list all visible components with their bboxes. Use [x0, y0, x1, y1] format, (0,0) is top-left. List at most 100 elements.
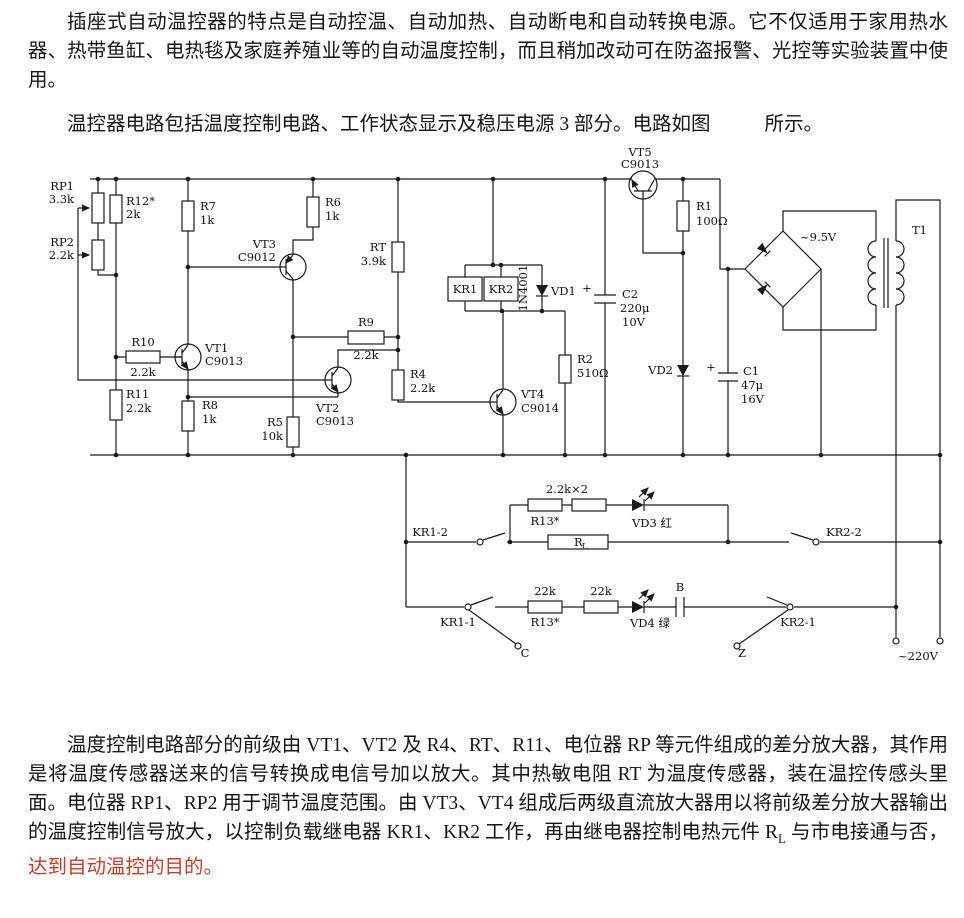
label-vt2-type: C9013	[316, 414, 354, 428]
label-rp1: RP1	[50, 179, 74, 193]
label-r1-value: 100Ω	[696, 214, 728, 228]
label-r2-value: 510Ω	[577, 366, 609, 380]
label-r7: R7	[200, 199, 216, 213]
capacitor-c1: + C1 47μ 16V	[706, 360, 764, 406]
led-branch-green: KR1-1 22k R13* 22k VD4 绿 B KR2-1	[440, 580, 816, 630]
label-vd1: VD1	[550, 284, 576, 298]
label-rp2-value: 2.2k	[49, 248, 75, 262]
relay-coil-kr1: KR1	[447, 276, 483, 302]
label-r4-value: 2.2k	[410, 381, 436, 395]
resistor-r12: R12* 2k	[109, 194, 155, 224]
label-r13a: R13*	[530, 514, 559, 528]
mains-terminal-1	[892, 637, 900, 645]
contact-kr1-2-arm	[482, 532, 506, 541]
label-rl-sub: L	[582, 542, 588, 552]
label-rl: R	[574, 535, 583, 549]
label-r7-value: 1k	[200, 213, 215, 227]
label-b: B	[676, 580, 684, 594]
resistor-r9: R9 2.2k	[347, 315, 385, 362]
label-vd4: VD4 绿	[629, 616, 670, 630]
label-r6: R6	[325, 195, 341, 209]
intro-text-2a: 温控器电路包括温度控制电路、工作状态显示及稳压电源 3 部分。电路如图	[67, 114, 711, 135]
label-r11-value: 2.2k	[126, 401, 152, 415]
lower-section-wires	[405, 455, 940, 645]
diode-vd1: VD1	[536, 284, 576, 298]
mains-terminal-2	[936, 637, 944, 645]
label-r2: R2	[577, 352, 593, 366]
label-vt1-type: C9013	[205, 354, 243, 368]
label-r12: R12*	[126, 194, 155, 208]
label-rp2: RP2	[50, 235, 74, 249]
label-kr2-2: KR2-2	[826, 525, 862, 539]
label-c2: C2	[622, 287, 638, 301]
external-terminals: C Z ~220V	[514, 637, 944, 663]
description-paragraph: 温度控制电路部分的前级由 VT1、VT2 及 R4、RT、R11、电位器 RP …	[28, 731, 948, 882]
heater-load-rl	[547, 534, 609, 550]
label-kr2-1: KR2-1	[780, 615, 816, 629]
resistor-r6: R6 1k	[306, 195, 341, 228]
label-terminal-c: C	[521, 646, 530, 660]
label-mains: ~220V	[898, 649, 939, 663]
label-vd3: VD3 红	[631, 516, 672, 530]
resistor-r4: R4 2.2k	[391, 367, 436, 401]
bridge-rectifier: ~9.5V	[744, 230, 837, 308]
transistor-vt5: VT5 C9013	[621, 145, 659, 200]
resistor-r7: R7 1k	[181, 199, 216, 232]
label-kr1: KR1	[453, 282, 478, 296]
resistor-r2: R2 510Ω	[558, 352, 609, 384]
buzzer-b	[675, 597, 685, 617]
label-r4: R4	[410, 367, 426, 381]
label-r6-value: 1k	[325, 209, 340, 223]
mid-section-wires	[464, 179, 729, 455]
label-r10-value: 2.2k	[130, 365, 156, 379]
label-vt5: VT5	[627, 145, 651, 159]
relay-coil-kr2: KR2	[483, 276, 519, 302]
label-led-resistors: 2.2k×2	[546, 482, 588, 496]
description-text-red: 达到自动温控的目的。	[28, 856, 224, 878]
label-r5: R5	[267, 415, 283, 429]
contact-kr1-1-arm	[470, 596, 494, 606]
label-t1: T1	[912, 223, 927, 237]
rp1-body	[91, 192, 105, 224]
description-text-1: 温度控制电路部分的前级由 VT1、VT2 及 R4、RT、R11、电位器 RP …	[28, 735, 948, 843]
resistor-r10: R10 2.2k	[125, 335, 161, 379]
label-r5-value: 10k	[261, 429, 284, 443]
left-section-wires	[77, 179, 490, 455]
contact-kr1-2-terminal	[476, 538, 484, 546]
label-r10: R10	[131, 335, 154, 349]
contact-kr1-1-terminal	[464, 603, 472, 611]
transistor-vt2: VT2 C9013	[315, 366, 354, 428]
contact-kr2-1-arm	[766, 596, 788, 606]
transistor-vt4: VT4 C9014	[489, 387, 559, 416]
load-row: KR1-2 R L KR2-2	[412, 525, 862, 552]
label-vt3-type: C9012	[238, 250, 276, 264]
label-rt: RT	[370, 240, 386, 254]
description-text-2: 与市电接通与否，	[785, 822, 948, 843]
transformer-t1: T1	[867, 223, 927, 308]
label-r8-value: 1k	[202, 412, 217, 426]
label-rp1-value: 3.3k	[49, 192, 75, 206]
label-kr2: KR2	[489, 282, 514, 296]
resistor-r11: R11 2.2k	[109, 387, 152, 421]
contact-kr2-2-terminal	[812, 538, 820, 546]
label-kr1-1: KR1-1	[440, 615, 476, 629]
rl-subscript: L	[778, 830, 786, 846]
label-r9-value: 2.2k	[353, 348, 379, 362]
book-page: 插座式自动温控器的特点是自动控温、自动加热、自动断电和自动转换电源。它不仅适用于…	[28, 8, 948, 882]
label-r12-value: 2k	[126, 207, 141, 221]
label-vt1: VT1	[204, 341, 228, 355]
label-c1-value: 47μ	[741, 378, 764, 392]
intro-paragraph-1: 插座式自动温控器的特点是自动控温、自动加热、自动断电和自动转换电源。它不仅适用于…	[28, 8, 948, 95]
rp2-body	[91, 239, 105, 271]
resistor-r1: R1 100Ω	[676, 199, 728, 232]
junction-dots	[95, 176, 943, 610]
label-terminal-z: Z	[738, 646, 746, 660]
label-vd2: VD2	[647, 363, 673, 377]
thermistor-rt: RT 3.9k	[361, 240, 405, 273]
terminal-z	[733, 642, 741, 650]
potentiometer-rp1: RP1 3.3k	[49, 179, 105, 224]
label-r1: R1	[696, 199, 712, 213]
terminal-c	[514, 642, 522, 650]
resistor-r5: R5 10k	[261, 415, 300, 448]
led-branch-red: 2.2k×2 R13* VD3 红	[527, 482, 672, 530]
